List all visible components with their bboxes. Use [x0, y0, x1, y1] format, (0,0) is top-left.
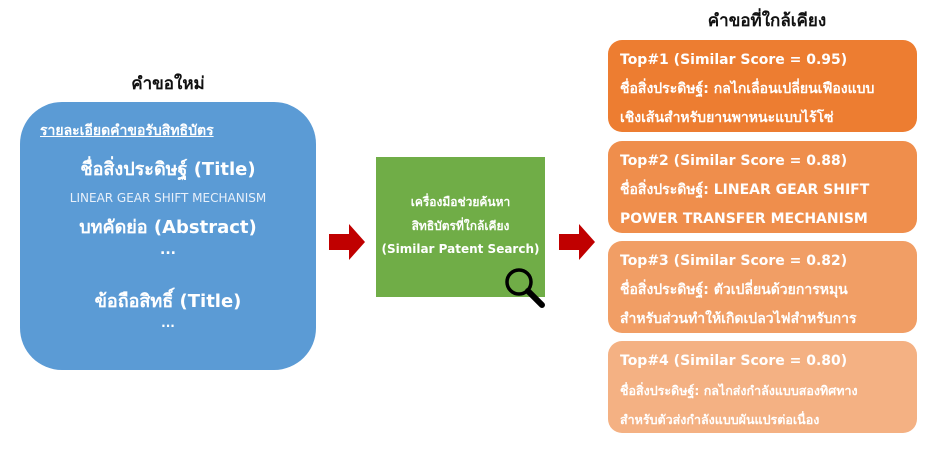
result-title-line-1: ชื่อสิ่งประดิษฐ์: กลไกส่งกำลังแบบสองทิศท… [620, 383, 858, 398]
result-card-4: Top#4 (Similar Score = 0.80) ชื่อสิ่งประ… [608, 341, 917, 433]
result-title-line-1: ชื่อสิ่งประดิษฐ์: LINEAR GEAR SHIFT [620, 182, 870, 198]
result-title-line-2: POWER TRANSFER MECHANISM [620, 211, 868, 227]
result-rank: Top#1 (Similar Score = 0.95) [620, 52, 848, 68]
result-title-line-2: สำหรับตัวส่งกำลังแบบผันแปรต่อเนื่อง [620, 412, 820, 427]
arrow-right-icon [329, 224, 365, 260]
abstract-label: บทคัดย่อ (Abstract) [79, 217, 257, 238]
similar-applications-heading: คำขอที่ใกล้เคียง [707, 11, 827, 31]
claims-ellipsis: ... [161, 316, 175, 330]
abstract-ellipsis: ... [160, 242, 176, 258]
new-application-heading: คำขอใหม่ [131, 74, 205, 94]
result-rank: Top#3 (Similar Score = 0.82) [620, 253, 848, 269]
claims-label: ข้อถือสิทธิ์ (Title) [94, 291, 242, 312]
title-value: LINEAR GEAR SHIFT MECHANISM [69, 191, 267, 205]
tool-line-2: สิทธิบัตรที่ใกล้เคียง [411, 219, 510, 233]
details-subheading: รายละเอียดคำขอรับสิทธิบัตร [40, 123, 214, 139]
result-rank: Top#4 (Similar Score = 0.80) [620, 353, 848, 369]
title-label: ชื่อสิ่งประดิษฐ์ (Title) [80, 159, 256, 180]
tool-line-3: (Similar Patent Search) [381, 242, 540, 256]
new-application-box: รายละเอียดคำขอรับสิทธิบัตร ชื่อสิ่งประดิ… [20, 102, 316, 370]
result-title-line-2: เชิงเส้นสำหรับยานพาหนะแบบไร้โซ่ [620, 110, 834, 126]
result-title-line-1: ชื่อสิ่งประดิษฐ์: ตัวเปลี่ยนด้วยการหมุน [620, 282, 848, 298]
result-rank: Top#2 (Similar Score = 0.88) [620, 153, 848, 169]
result-card-3: Top#3 (Similar Score = 0.82) ชื่อสิ่งประ… [608, 241, 917, 333]
magnifier-icon [505, 268, 545, 308]
tool-line-1: เครื่องมือช่วยค้นหา [410, 195, 511, 209]
result-card-1: Top#1 (Similar Score = 0.95) ชื่อสิ่งประ… [608, 40, 917, 132]
result-card-2: Top#2 (Similar Score = 0.88) ชื่อสิ่งประ… [608, 141, 917, 233]
similar-patent-search-tool: เครื่องมือช่วยค้นหา สิทธิบัตรที่ใกล้เคีย… [376, 157, 545, 297]
result-title-line-2: สำหรับส่วนทำให้เกิดเปลวไฟสำหรับการ [620, 311, 857, 327]
result-title-line-1: ชื่อสิ่งประดิษฐ์: กลไกเลื่อนเปลี่ยนเฟือง… [620, 81, 875, 97]
arrow-right-icon [559, 224, 595, 260]
